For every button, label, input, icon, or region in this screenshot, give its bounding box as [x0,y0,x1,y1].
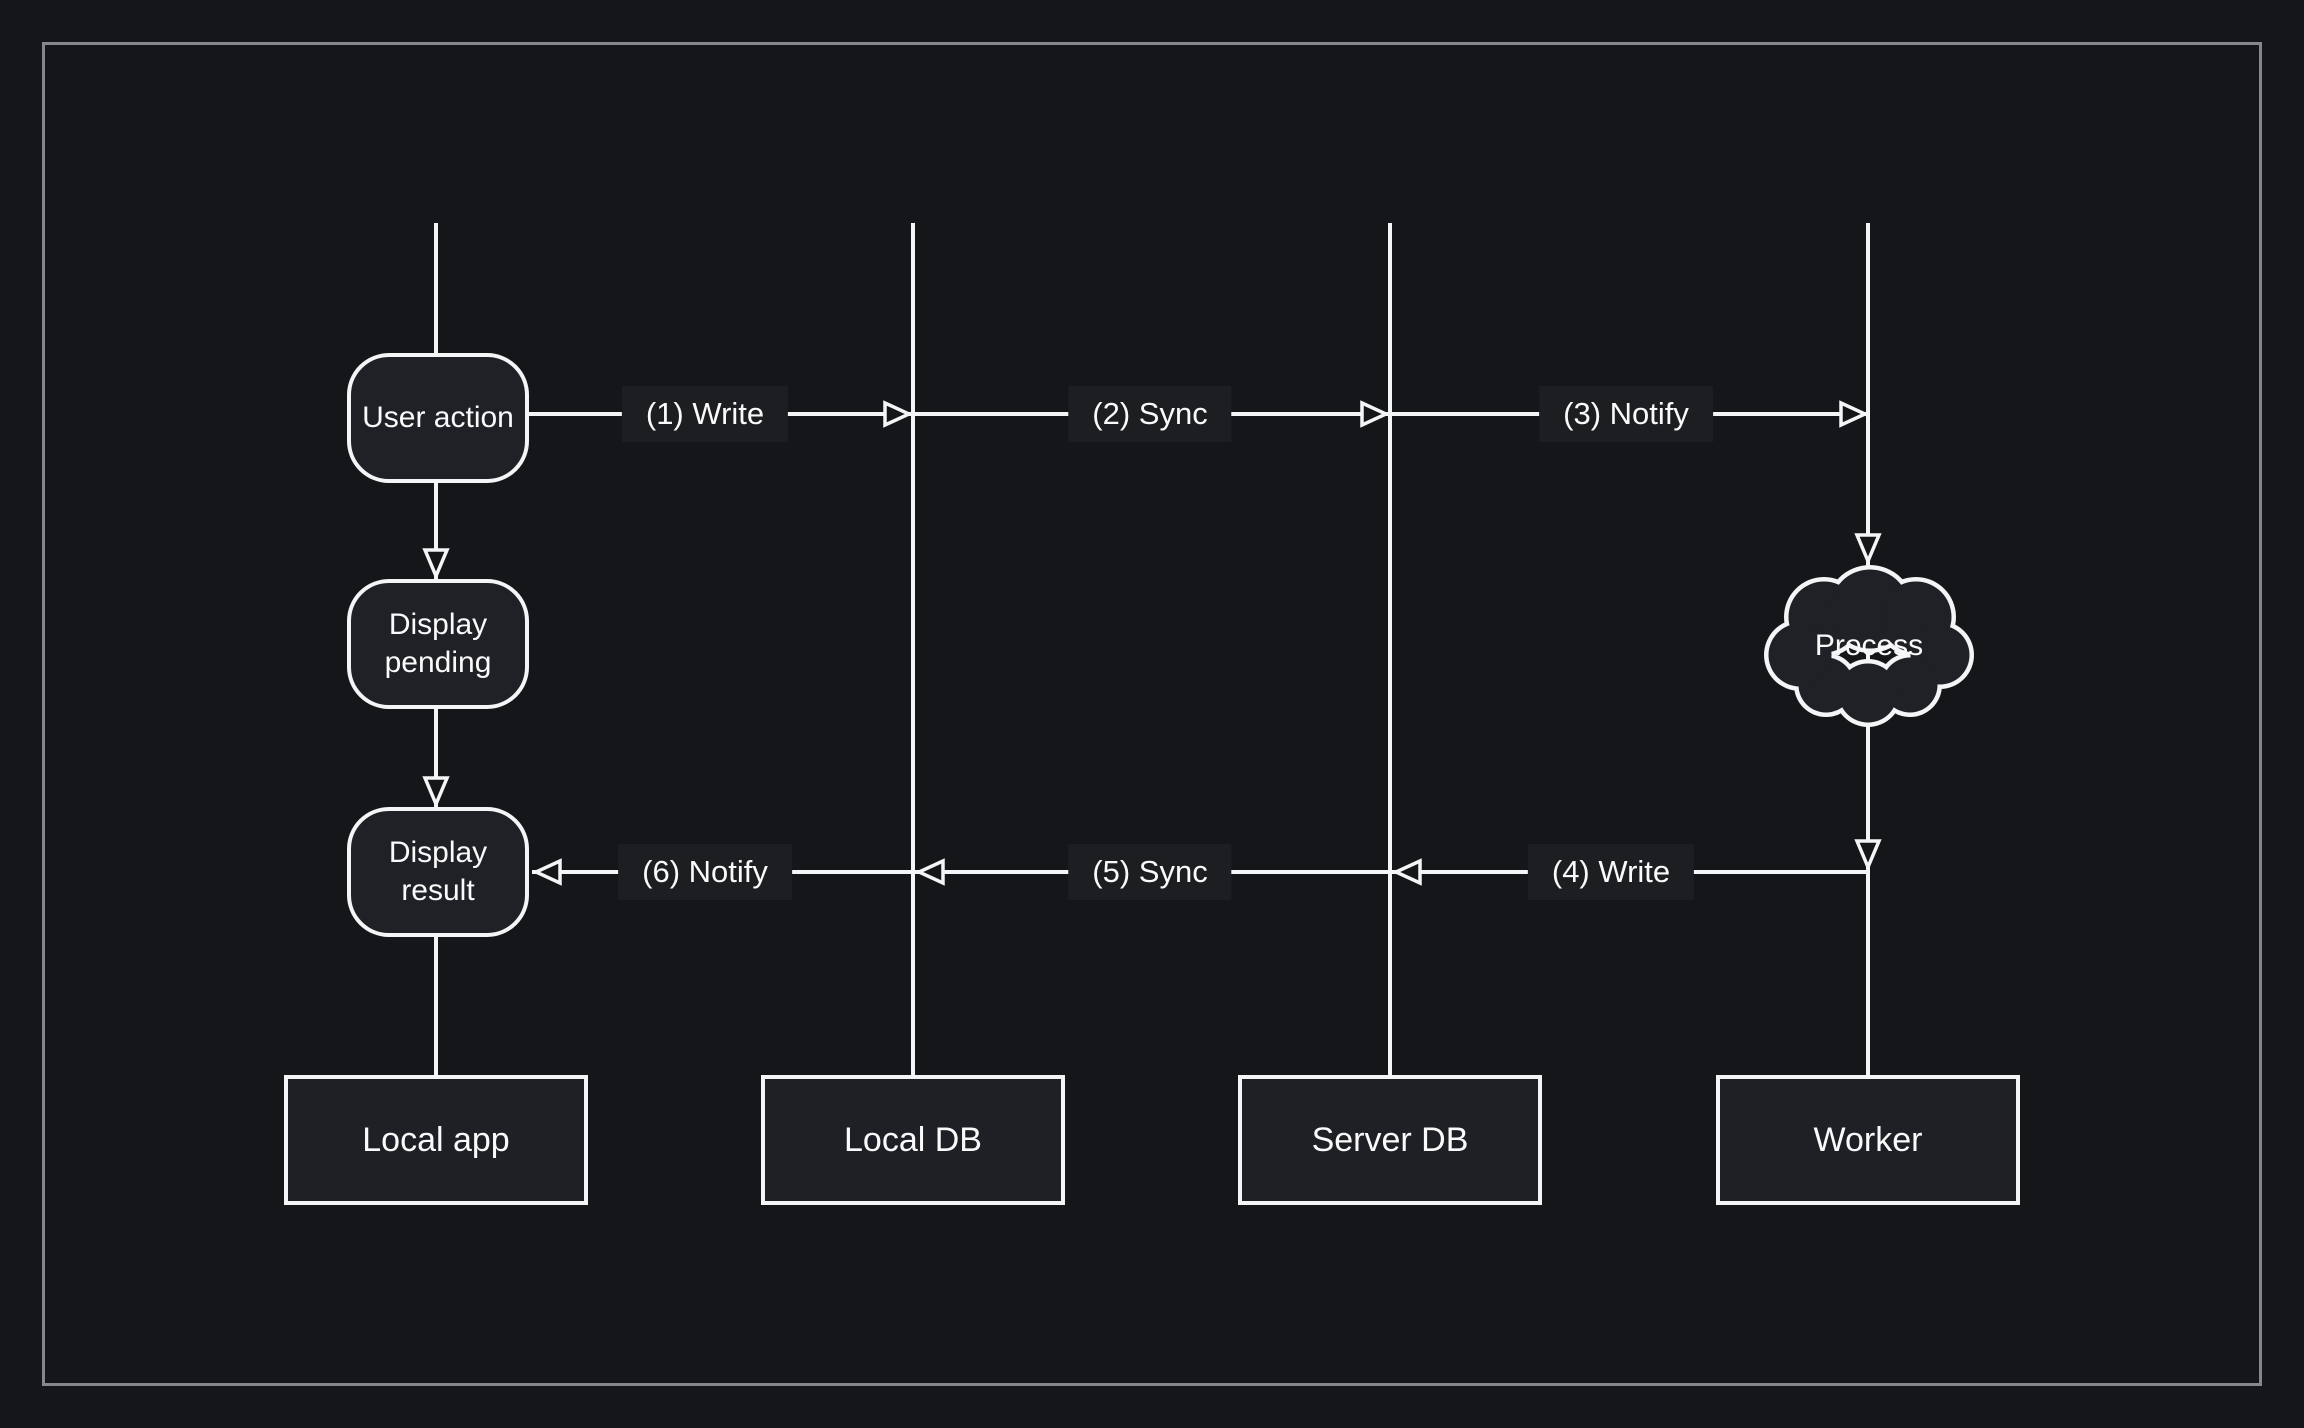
message-label-1-write: (1) Write [621,386,789,442]
cloud-shape-icon [1764,565,1974,727]
message-label-4-write: (4) Write [1527,844,1695,900]
node-display-pending: Display pending [347,579,529,709]
lifeline-server-db [1388,223,1392,1075]
node-display-pending-label: Display pending [384,608,492,679]
arrowhead-right-icon [1839,400,1868,428]
node-process-cloud [1762,559,1978,736]
message-label-3-notify: (3) Notify [1539,386,1713,442]
node-display-result-label: Display result [388,836,488,907]
actor-local-app-label: Local app [362,1120,510,1159]
arrowhead-down-icon [1854,533,1882,564]
arrowhead-down-icon [422,776,450,807]
message-label-6-notify: (6) Notify [618,844,792,900]
arrowhead-left-icon [916,858,945,886]
message-label-2-sync: (2) Sync [1068,386,1232,442]
arrowhead-left-icon [533,858,562,886]
node-process-label: Process [1814,629,1924,662]
actor-local-app: Local app [284,1075,588,1205]
actor-worker-label: Worker [1813,1120,1923,1159]
arrowhead-right-icon [883,400,912,428]
arrowhead-left-icon [1393,858,1422,886]
arrowhead-down-icon [1854,839,1882,870]
lifeline-local-db [911,223,915,1075]
arrowhead-down-icon [422,548,450,579]
node-user-action: User action [347,353,529,483]
actor-server-db: Server DB [1238,1075,1542,1205]
actor-worker: Worker [1716,1075,2020,1205]
node-display-result: Display result [347,807,529,937]
actor-server-db-label: Server DB [1311,1120,1469,1159]
node-user-action-label: User action [362,401,514,434]
actor-local-db: Local DB [761,1075,1065,1205]
message-label-5-sync: (5) Sync [1068,844,1232,900]
arrowhead-right-icon [1360,400,1389,428]
actor-local-db-label: Local DB [844,1120,982,1159]
